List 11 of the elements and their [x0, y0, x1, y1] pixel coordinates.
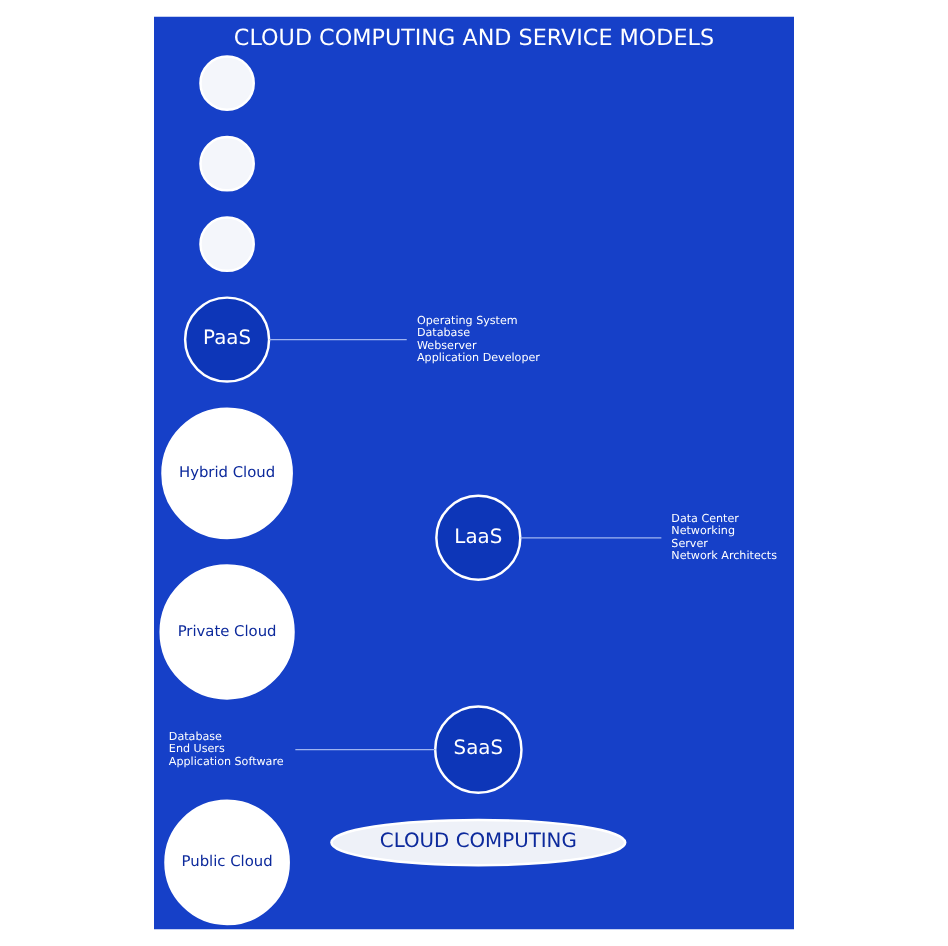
connector: [268, 339, 408, 341]
connector: [519, 537, 662, 539]
node-circle: LaaS: [435, 494, 522, 582]
node-circle: [199, 135, 255, 192]
connector: [294, 749, 436, 751]
node-ellipse: CLOUD COMPUTING: [330, 818, 627, 867]
node-circle: [199, 55, 255, 111]
node-circle: PaaS: [183, 296, 271, 383]
diagram-title: CLOUD COMPUTING AND SERVICE MODELS: [233, 24, 715, 51]
node-circle: SaaS: [434, 705, 523, 794]
node-circle: [199, 216, 255, 273]
